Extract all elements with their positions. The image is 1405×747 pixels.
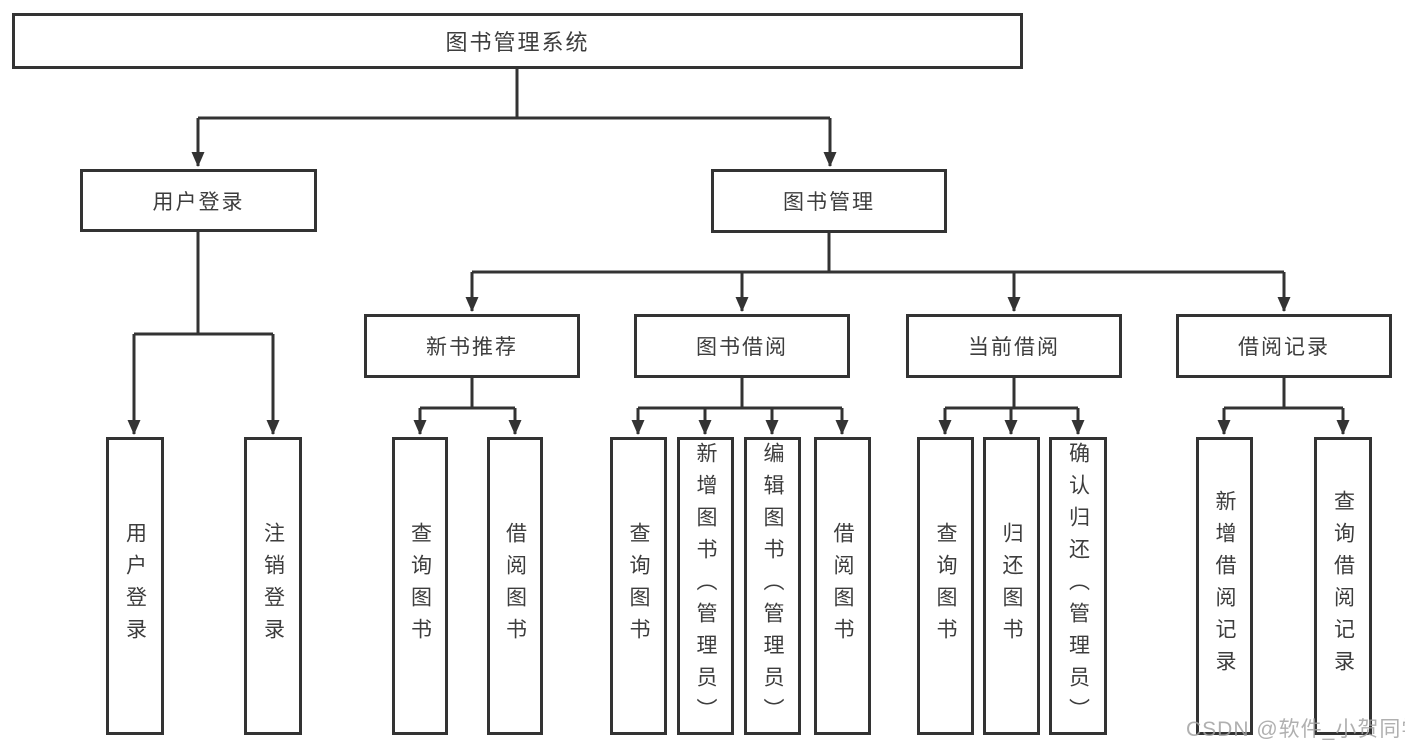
node-label: 用户登录 xyxy=(123,522,147,650)
node-borrow-books-leaf: 借阅图书 xyxy=(814,437,871,735)
node-label: 注销登录 xyxy=(261,522,285,650)
node-label: 新增图书（管理员） xyxy=(694,442,717,730)
node-label: 借阅图书 xyxy=(503,522,527,650)
node-label: 确认归还（管理员） xyxy=(1066,442,1090,730)
node-confirm-return-admin: 确认归还（管理员） xyxy=(1049,437,1107,735)
node-label: 新书推荐 xyxy=(426,336,518,359)
node-label: 图书管理 xyxy=(783,191,875,214)
node-book-borrow: 图书借阅 xyxy=(634,314,850,378)
node-borrow-records: 借阅记录 xyxy=(1176,314,1392,378)
node-add-borrow-record: 新增借阅记录 xyxy=(1196,437,1253,735)
node-label: 编辑图书（管理员） xyxy=(761,442,784,730)
node-user-login: 用户登录 xyxy=(80,169,317,232)
node-label: 查询借阅记录 xyxy=(1331,490,1355,682)
node-label: 借阅记录 xyxy=(1238,336,1330,359)
node-label: 图书借阅 xyxy=(696,336,788,359)
node-logout: 注销登录 xyxy=(244,437,302,735)
node-label: 新增借阅记录 xyxy=(1213,490,1236,682)
node-label: 用户登录 xyxy=(152,190,245,214)
node-return-book: 归还图书 xyxy=(983,437,1040,735)
node-library-system: 图书管理系统 xyxy=(12,13,1023,69)
node-label: 归还图书 xyxy=(1000,522,1023,650)
node-label: 借阅图书 xyxy=(831,522,854,650)
node-label: 图书管理系统 xyxy=(445,30,590,55)
node-user-login-leaf: 用户登录 xyxy=(106,437,164,735)
node-query-borrow-record: 查询借阅记录 xyxy=(1314,437,1372,735)
node-edit-book-admin: 编辑图书（管理员） xyxy=(744,437,801,735)
node-label: 当前借阅 xyxy=(968,336,1060,359)
node-new-book-recommend: 新书推荐 xyxy=(364,314,580,378)
node-query-books-current: 查询图书 xyxy=(917,437,974,735)
node-add-book-admin: 新增图书（管理员） xyxy=(677,437,734,735)
node-borrow-books-recommend: 借阅图书 xyxy=(487,437,543,735)
node-query-books-borrow: 查询图书 xyxy=(610,437,667,735)
node-label: 查询图书 xyxy=(408,522,432,650)
watermark: CSDN @软件_小贺同学 xyxy=(1186,718,1405,741)
node-current-borrow: 当前借阅 xyxy=(906,314,1122,378)
node-label: 查询图书 xyxy=(934,522,957,650)
node-book-management: 图书管理 xyxy=(711,169,947,233)
node-label: 查询图书 xyxy=(627,522,650,650)
node-query-books-recommend: 查询图书 xyxy=(392,437,448,735)
